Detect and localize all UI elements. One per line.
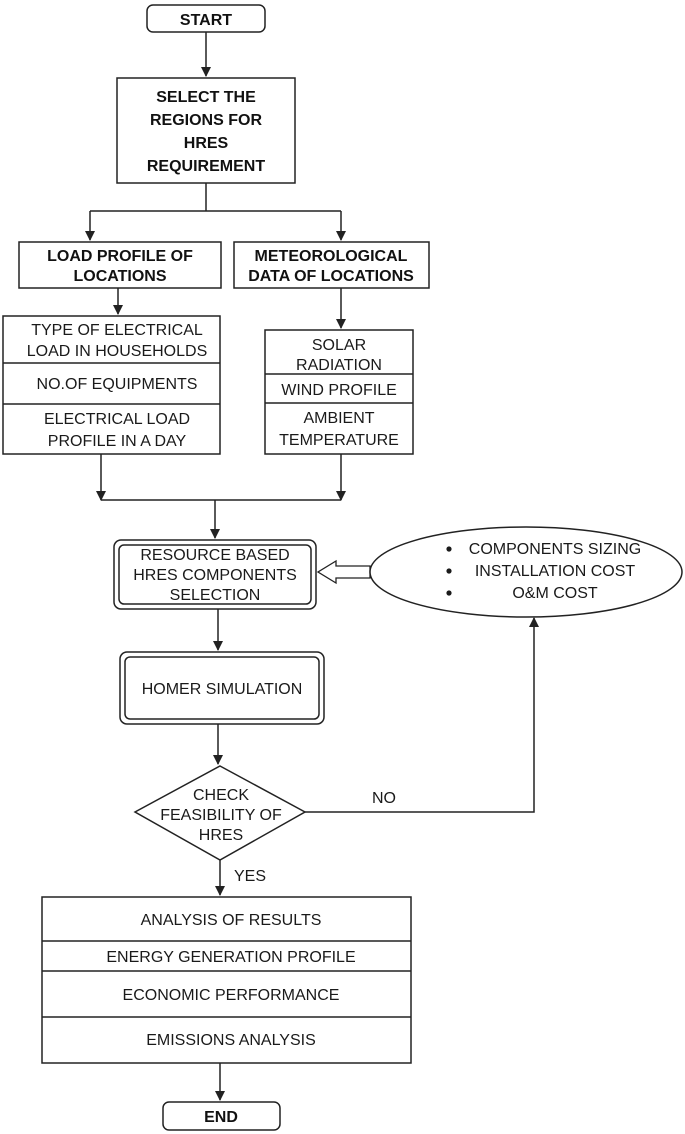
decision-line-1: CHECK: [193, 787, 249, 804]
load-item-2: NO.OF EQUIPMENTS: [37, 376, 198, 393]
cost-factor-1: COMPONENTS SIZING: [469, 541, 641, 558]
select-regions-line-1: SELECT THE: [156, 89, 256, 106]
load-profile-box: LOAD PROFILE OF LOCATIONS: [18, 241, 222, 289]
yes-label: YES: [234, 868, 266, 885]
meteorological-title-1: METEOROLOGICAL: [255, 248, 408, 265]
met-item-1-line-2: RADIATION: [296, 357, 382, 374]
load-item-1-line-2: LOAD IN HOUSEHOLDS: [27, 343, 207, 360]
result-emissions-analysis: EMISSIONS ANALYSIS: [146, 1032, 316, 1049]
load-profile-title-1: LOAD PROFILE OF: [47, 248, 193, 265]
bullet-icon: [446, 546, 452, 552]
homer-simulation-box: HOMER SIMULATION: [119, 651, 325, 725]
load-profile-title-2: LOCATIONS: [73, 268, 166, 285]
meteorological-box: METEOROLOGICAL DATA OF LOCATIONS: [233, 241, 430, 289]
resource-selection-line-1: RESOURCE BASED: [140, 547, 289, 564]
hollow-arrow-cost-to-resource: [316, 559, 371, 585]
select-regions-line-4: REQUIREMENT: [147, 158, 265, 175]
result-economic-performance: ECONOMIC PERFORMANCE: [123, 987, 340, 1004]
no-label: NO: [372, 790, 396, 807]
resource-selection-line-2: HRES COMPONENTS: [133, 567, 297, 584]
resource-selection-line-3: SELECTION: [170, 587, 261, 604]
decision-line-3: HRES: [199, 827, 243, 844]
select-regions-line-3: HRES: [184, 135, 229, 152]
decision-line-2: FEASIBILITY OF: [160, 807, 282, 824]
load-items-stack: TYPE OF ELECTRICAL LOAD IN HOUSEHOLDS NO…: [2, 315, 221, 455]
connectors: [85, 32, 539, 1101]
select-regions-line-2: REGIONS FOR: [150, 112, 262, 129]
start-terminal: START: [146, 4, 266, 33]
cost-factor-3: O&M COST: [512, 585, 598, 602]
bullet-icon: [446, 568, 452, 574]
met-item-2: WIND PROFILE: [281, 382, 397, 399]
met-items-stack: SOLAR RADIATION WIND PROFILE AMBIENT TEM…: [264, 329, 414, 455]
load-item-1-line-1: TYPE OF ELECTRICAL: [31, 322, 203, 339]
met-item-3-line-1: AMBIENT: [303, 410, 374, 427]
result-energy-generation: ENERGY GENERATION PROFILE: [106, 949, 355, 966]
met-item-1-line-1: SOLAR: [312, 337, 366, 354]
load-item-3-line-2: PROFILE IN A DAY: [48, 433, 187, 450]
cost-factors-ellipse: COMPONENTS SIZING INSTALLATION COST O&M …: [369, 526, 683, 618]
load-item-3-line-1: ELECTRICAL LOAD: [44, 411, 190, 428]
result-analysis: ANALYSIS OF RESULTS: [141, 912, 322, 929]
homer-simulation-label: HOMER SIMULATION: [142, 681, 303, 698]
feasibility-decision: CHECK FEASIBILITY OF HRES: [133, 765, 307, 861]
select-regions-box: SELECT THE REGIONS FOR HRES REQUIREMENT: [116, 77, 296, 184]
arrow-no-to-cost-factors: [305, 617, 539, 813]
met-item-3-line-2: TEMPERATURE: [279, 432, 399, 449]
end-terminal: END: [162, 1101, 281, 1131]
results-stack: ANALYSIS OF RESULTS ENERGY GENERATION PR…: [41, 896, 412, 1064]
meteorological-title-2: DATA OF LOCATIONS: [248, 268, 414, 285]
cost-factor-2: INSTALLATION COST: [475, 563, 636, 580]
start-label: START: [180, 12, 232, 29]
bullet-icon: [446, 590, 452, 596]
end-label: END: [204, 1109, 238, 1126]
resource-selection-box: RESOURCE BASED HRES COMPONENTS SELECTION: [113, 539, 317, 610]
